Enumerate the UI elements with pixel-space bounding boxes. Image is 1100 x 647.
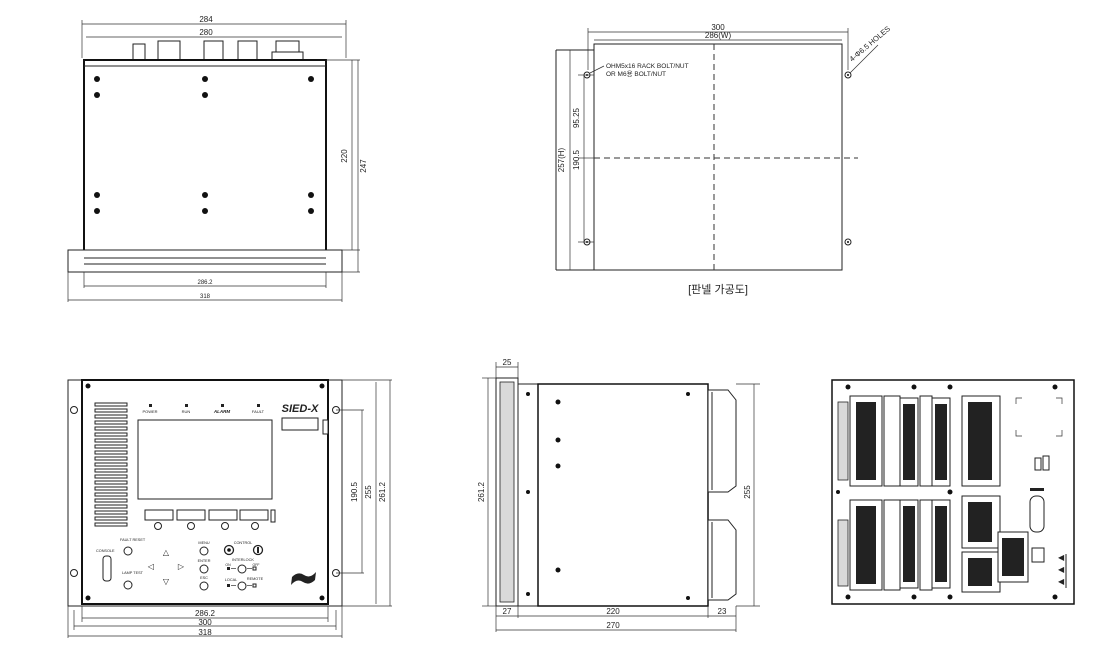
enter-button[interactable] (199, 564, 209, 574)
rear-terminal-blocks-lower (837, 495, 1029, 593)
btn-interlock-label: INTERLOCK (232, 558, 254, 562)
led-fault: FAULT (252, 409, 265, 414)
dim-side-255: 255 (743, 485, 752, 499)
lcd-screen (137, 419, 273, 500)
arrow-left-icon[interactable]: ◁ (147, 562, 154, 571)
dim-top-284: 284 (199, 15, 213, 24)
side-view: 25 261.2 255 27 220 (477, 358, 760, 632)
arrow-down-icon[interactable]: ▽ (163, 577, 170, 586)
btn-lamp-test-label: LAMP TEST (122, 571, 144, 575)
interlock-button[interactable] (237, 564, 247, 574)
panel-caption: [판넬 가공도] (688, 283, 748, 296)
dim-top-280: 280 (199, 28, 213, 37)
dim-front-255: 255 (364, 485, 373, 499)
led-power: POWER (142, 409, 157, 414)
local-remote-button[interactable] (237, 581, 247, 591)
dim-front-190: 190.5 (350, 481, 359, 502)
dim-panel-95: 95.25 (572, 107, 581, 128)
dim-side-27: 27 (503, 607, 512, 616)
dim-front-300: 300 (198, 618, 212, 627)
menu-button[interactable] (199, 546, 209, 556)
btn-enter-label: ENTER (198, 559, 211, 563)
dim-front-286: 286.2 (195, 609, 216, 618)
btn-console-label: CONSOLE (96, 549, 115, 553)
led-alarm: ALARM (213, 409, 230, 414)
lamp-test-button[interactable] (123, 580, 133, 590)
led-strip (94, 402, 128, 527)
dim-side-261: 261.2 (477, 481, 486, 502)
esc-button[interactable] (199, 581, 209, 591)
btn-control-label: CONTROL (234, 541, 253, 545)
btn-on-label: ON (225, 563, 231, 567)
btn-remote-label: REMOTE (247, 577, 264, 581)
ground-arrow-icon-3: ◀ (1058, 577, 1065, 586)
holes-note: 4-Φ6.5 HOLES (848, 24, 893, 63)
panel-cutout-view: 300 286(W) 257(H) 190.5 95.25 OHM5x16 RA… (555, 23, 893, 296)
console-port[interactable] (102, 555, 112, 582)
arrow-right-icon[interactable]: ▷ (178, 562, 185, 571)
brand-logo: SIED-X (282, 403, 319, 415)
bolt-note-1: OHM5x16 RACK BOLT/NUT (606, 63, 689, 70)
led-run: RUN (182, 409, 191, 414)
small-logo-icon (291, 572, 316, 585)
top-view: 284 280 220 247 (67, 15, 368, 302)
dim-side-25: 25 (503, 358, 512, 367)
arrow-up-icon[interactable]: △ (163, 548, 170, 557)
dim-front-318: 318 (198, 628, 212, 637)
ground-arrow-icon: ◀ (1058, 553, 1065, 562)
btn-fault-reset-label: FAULT RESET (120, 538, 146, 542)
dim-panel-286w: 286(W) (705, 31, 732, 40)
dim-panel-190: 190.5 (572, 149, 581, 170)
btn-esc-label: ESC (200, 576, 208, 580)
dim-panel-257h: 257(H) (557, 147, 566, 172)
dim-top-247: 247 (359, 159, 368, 173)
rear-view: ◀ ◀ ◀ (831, 379, 1075, 605)
btn-local-label: LOCAL (225, 578, 237, 582)
rear-terminal-blocks-upper (837, 395, 1001, 487)
dim-top-318: 318 (200, 294, 211, 300)
front-view: POWER RUN ALARM FAULT SIED-X FAULT RESET… (67, 379, 392, 638)
dim-side-270: 270 (606, 621, 620, 630)
dim-side-220: 220 (606, 607, 620, 616)
dim-top-220: 220 (340, 149, 349, 163)
dim-side-23: 23 (718, 607, 727, 616)
btn-menu-label: MENU (198, 541, 209, 545)
btn-off-label: OFF (253, 563, 260, 567)
dim-panel-300: 300 (711, 23, 725, 32)
fault-reset-button[interactable] (123, 546, 133, 556)
dim-top-286: 286.2 (197, 280, 213, 286)
ground-arrow-icon-2: ◀ (1058, 565, 1065, 574)
bolt-note-2: OR M6용 BOLT/NUT (606, 70, 666, 78)
dim-front-261: 261.2 (378, 481, 387, 502)
